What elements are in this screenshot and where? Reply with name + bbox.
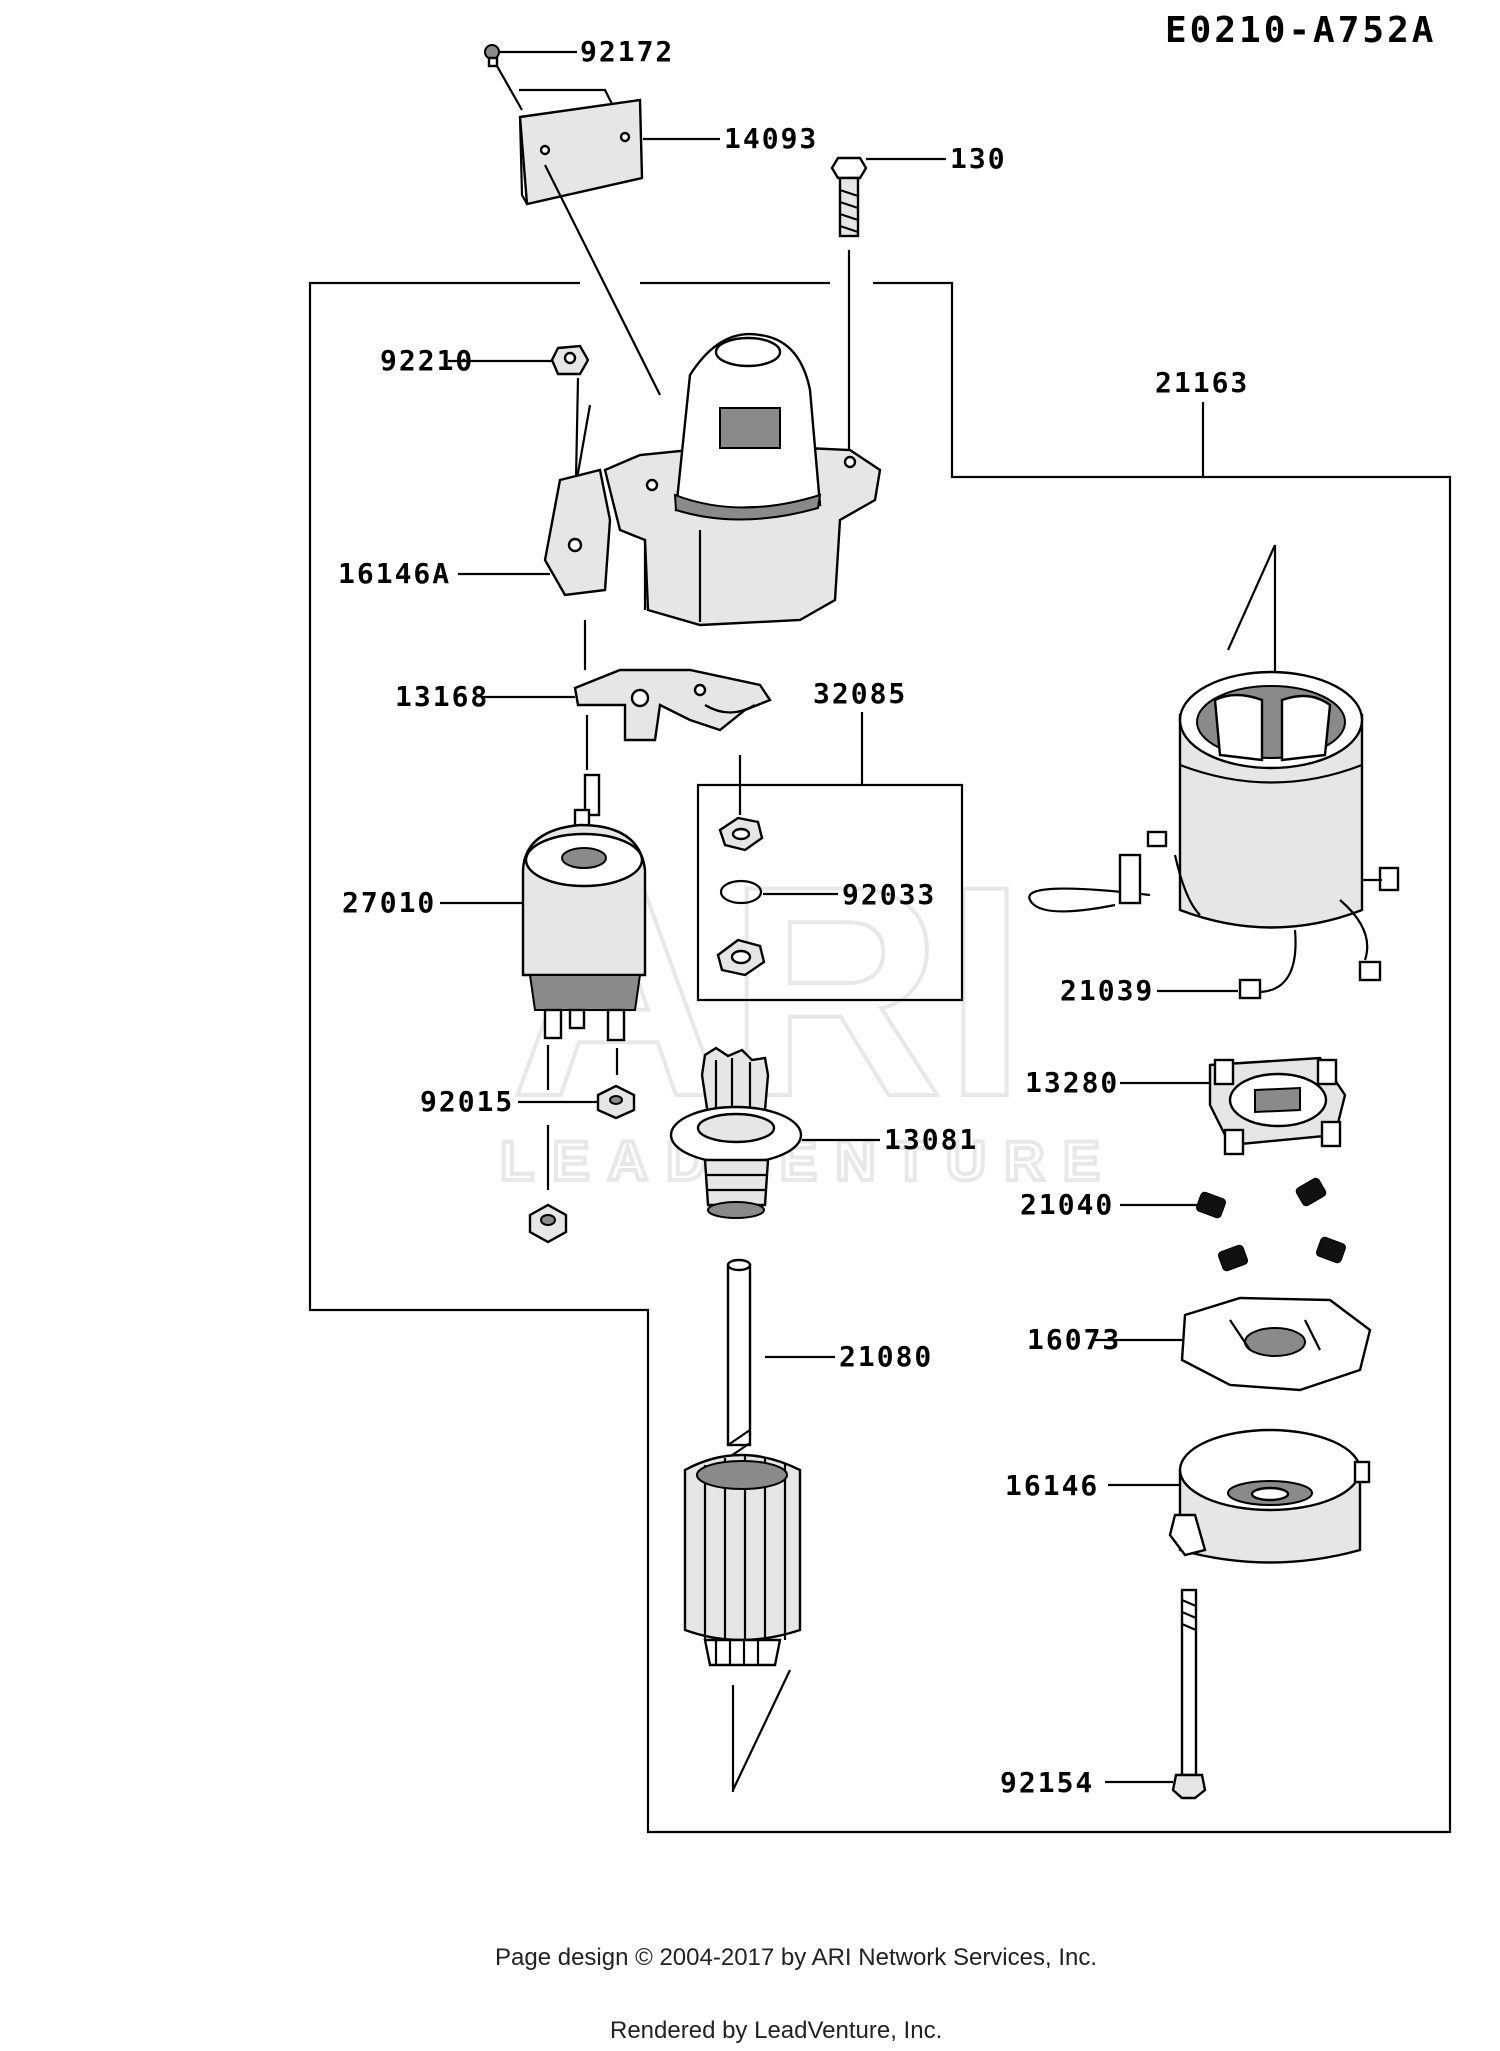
rear-cover-16146 <box>1168 1428 1371 1564</box>
seal-32085 <box>718 816 764 852</box>
springs-21040 <box>1195 1177 1347 1272</box>
ring-92033 <box>719 879 763 905</box>
callout-92015[interactable]: 92015 <box>420 1085 514 1118</box>
nut-92015 <box>596 1084 636 1120</box>
callout-21080[interactable]: 21080 <box>839 1340 933 1373</box>
copyright-text: Page design © 2004-2017 by ARI Network S… <box>495 1944 1097 1971</box>
callout-21039[interactable]: 21039 <box>1060 974 1154 1007</box>
lever-13168 <box>573 668 772 742</box>
callout-92154[interactable]: 92154 <box>1000 1766 1094 1799</box>
yoke-21163 <box>1178 670 1364 929</box>
cap-32085 <box>716 938 766 977</box>
callout-16146[interactable]: 16146 <box>1005 1469 1099 1502</box>
screw-92172 <box>484 44 500 68</box>
rendered-by-text: Rendered by LeadVenture, Inc. <box>610 2017 942 2044</box>
diagram-code: E0210-A752A <box>1165 10 1436 51</box>
armature-21080 <box>683 1258 802 1667</box>
callout-32085[interactable]: 32085 <box>813 677 907 710</box>
front-housing-16146A <box>543 332 882 627</box>
callout-13168[interactable]: 13168 <box>395 680 489 713</box>
callout-92033[interactable]: 92033 <box>842 878 936 911</box>
plate-16073 <box>1180 1296 1372 1392</box>
callout-13280[interactable]: 13280 <box>1025 1066 1119 1099</box>
bolt-92154 <box>1171 1588 1207 1800</box>
bolt-130 <box>830 156 868 238</box>
callout-13081[interactable]: 13081 <box>884 1123 978 1156</box>
brush-holder-13280 <box>1208 1056 1347 1156</box>
plate-14093 <box>518 98 644 206</box>
callout-92172[interactable]: 92172 <box>580 35 674 68</box>
callout-130[interactable]: 130 <box>950 142 1007 175</box>
nut-92015-b <box>528 1203 568 1244</box>
callout-14093[interactable]: 14093 <box>724 122 818 155</box>
assembly-outline <box>308 281 1452 1834</box>
callout-16146A[interactable]: 16146A <box>338 557 451 590</box>
callout-92210[interactable]: 92210 <box>380 344 474 377</box>
watermark-subtitle: LEADVENTURE <box>500 1129 1118 1192</box>
callout-21163[interactable]: 21163 <box>1155 366 1249 399</box>
solenoid-27010 <box>521 773 647 1042</box>
callout-16073[interactable]: 16073 <box>1027 1323 1121 1356</box>
wire-harness-21039 <box>1028 830 1400 1000</box>
callout-27010[interactable]: 27010 <box>342 886 436 919</box>
callout-21040[interactable]: 21040 <box>1020 1188 1114 1221</box>
nut-92210 <box>550 344 590 376</box>
pinion-13081 <box>669 1046 803 1219</box>
